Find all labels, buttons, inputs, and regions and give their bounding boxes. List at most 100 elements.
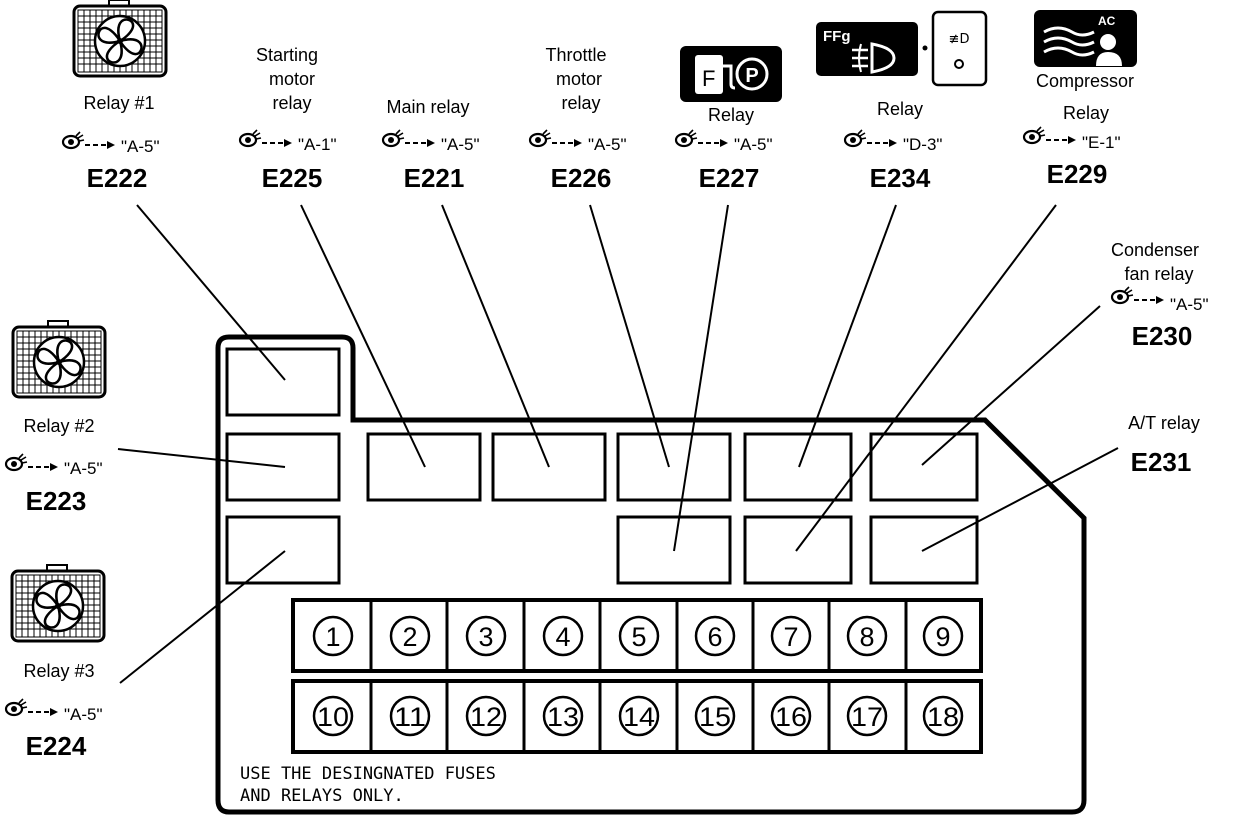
throttle-motor-relay-name-3: relay [561,93,600,113]
fuse-number: 9 [935,622,950,652]
slot-e230 [869,432,979,502]
fuse-1 [312,615,354,657]
svg-text:AC: AC [1098,14,1116,28]
svg-text:F: F [702,66,715,91]
fuse-number: 1 [325,622,340,652]
fuse-3 [465,615,507,657]
fuse-15 [694,695,736,737]
main-relay-name: Main relay [386,97,469,117]
fuse-14 [618,695,660,737]
compressor-relay-ref: "E-1" [1082,133,1121,152]
fuse-number: 17 [851,702,883,732]
fuse-13 [542,695,584,737]
main-relay-code: E221 [404,163,465,193]
fuse-numbers: 1 2 3 4 5 6 7 8 9 10 11 12 13 14 15 16 1… [317,622,959,732]
eye-reference-icon [1022,125,1078,146]
slot-e224 [225,515,341,585]
relay-2-code: E223 [26,486,87,516]
fuse-11 [389,695,431,737]
main-relay-ref: "A-5" [441,135,480,154]
fuse-7 [770,615,812,657]
svg-text:≢D: ≢D [949,32,970,47]
fuse-circles [312,615,964,737]
fuse-12 [465,695,507,737]
usage-note-line-1: USE THE DESINGNATED FUSES [240,764,496,784]
at-relay-code: E231 [1131,447,1192,477]
eye-reference-icon [528,128,584,149]
fuse-number: 14 [623,702,655,732]
fuel-pump-icon: F P [680,46,782,102]
radiator-fan-icon [10,563,106,643]
relay-3-code: E224 [26,731,87,761]
radiator-fan-icon [72,0,168,78]
fuse-2 [389,615,431,657]
fuel-pump-relay-name: Relay [708,105,754,125]
fuse-number: 15 [699,702,731,732]
fuse-16 [770,695,812,737]
fuse-grid [291,598,983,754]
throttle-motor-relay-name-1: Throttle [545,45,606,65]
at-relay-name: A/T relay [1128,413,1200,433]
starting-motor-relay-name-2: motor [269,69,315,89]
eye-reference-icon [4,697,60,718]
starting-motor-relay-code: E225 [262,163,323,193]
relay-1-code: E222 [87,163,148,193]
front-fog-lamp-icon: FFg ≢D [816,10,988,87]
fog-relay-ref: "D-3" [903,135,942,154]
relay-slots [225,347,979,585]
slot-e226 [616,432,732,502]
eye-reference-icon [238,128,294,149]
slot-e222 [225,347,341,417]
eye-reference-icon [674,128,730,149]
svg-text:P: P [745,65,758,87]
fuse-5 [618,615,660,657]
fuse-number: 11 [394,702,426,732]
eye-reference-icon [61,130,117,151]
relay-3-ref: "A-5" [64,705,103,724]
fuse-number: 3 [478,622,493,652]
fuse-number: 13 [547,702,579,732]
fuse-number: 7 [783,622,798,652]
condenser-fan-relay-name-1: Condenser [1111,240,1199,260]
fuse-9 [922,615,964,657]
leader-lines [117,204,1119,684]
eye-reference-icon [1110,285,1166,306]
compressor-relay-code: E229 [1047,159,1108,189]
fog-relay-name: Relay [877,99,923,119]
slot-e234 [743,432,853,502]
relay-2-name: Relay #2 [23,416,94,436]
fuse-number: 10 [317,702,349,732]
fuse-number: 5 [631,622,646,652]
fuse-number: 2 [402,622,417,652]
svg-text:FFg: FFg [823,28,851,45]
relay-1-name: Relay #1 [83,93,154,113]
fog-relay-code: E234 [870,163,931,193]
relay-1-ref: "A-5" [121,137,160,156]
fuse-4 [542,615,584,657]
compressor-caption: Compressor [1036,71,1134,91]
relay-box-outline [215,334,1087,815]
fuse-6 [694,615,736,657]
starting-motor-relay-ref: "A-1" [298,135,337,154]
fuse-18 [922,695,964,737]
radiator-fan-icon [11,319,107,399]
fuse-17 [846,695,888,737]
fuse-number: 12 [470,702,502,732]
fuse-number: 18 [927,702,959,732]
compressor-relay-name: Relay [1063,103,1109,123]
eye-reference-icon [381,128,437,149]
condenser-fan-relay-code: E230 [1132,321,1193,351]
fuel-pump-relay-code: E227 [699,163,760,193]
eye-reference-icon [843,128,899,149]
starting-motor-relay-name-3: relay [272,93,311,113]
fuel-pump-relay-ref: "A-5" [734,135,773,154]
condenser-fan-relay-ref: "A-5" [1170,295,1209,314]
throttle-motor-relay-ref: "A-5" [588,135,627,154]
fuse-8 [846,615,888,657]
usage-note-line-2: AND RELAYS ONLY. [240,786,404,806]
starting-motor-relay-name-1: Starting [256,45,318,65]
relay-3-name: Relay #3 [23,661,94,681]
relay-2-ref: "A-5" [64,459,103,478]
eye-reference-icon [4,452,60,473]
